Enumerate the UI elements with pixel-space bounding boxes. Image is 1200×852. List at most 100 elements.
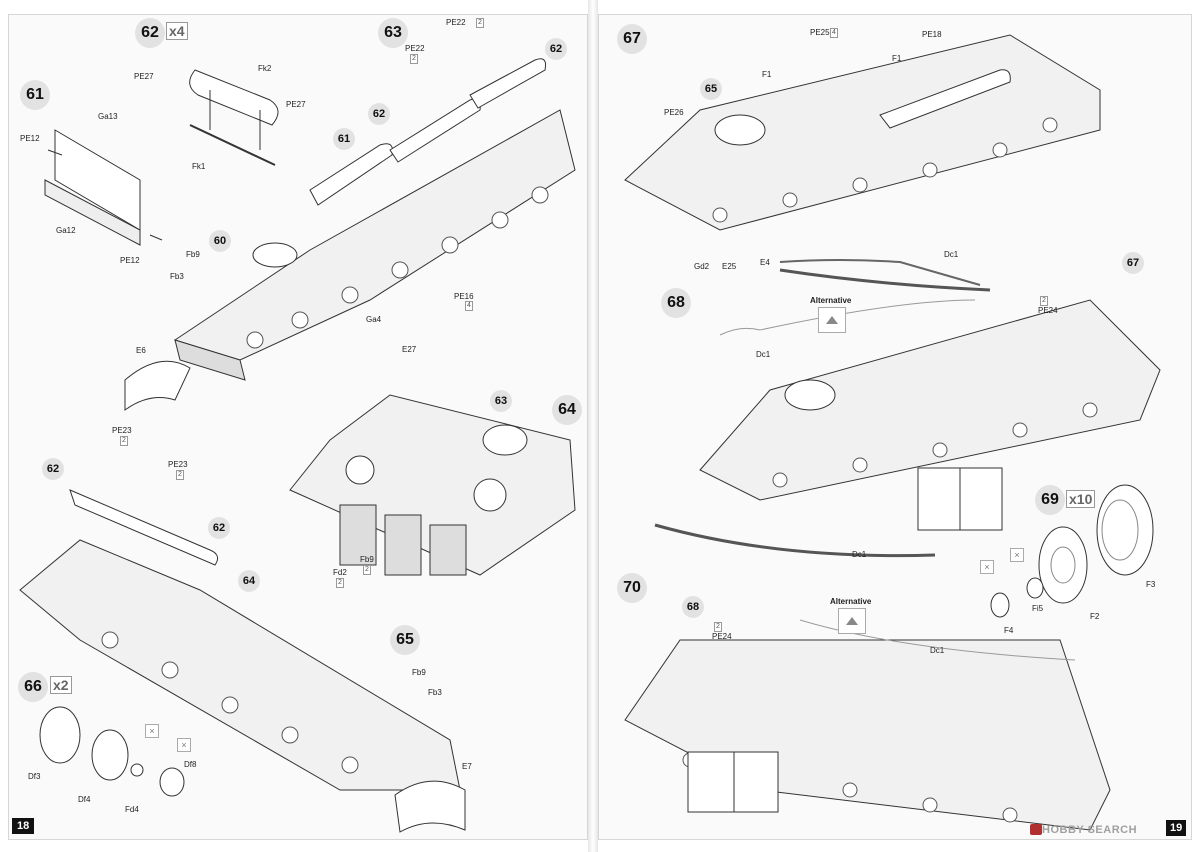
part-label: Fk2 (258, 64, 272, 73)
no-glue-icon: × (1010, 548, 1024, 562)
step-64-badge: 64 (552, 395, 582, 425)
alternative-label: Alternative (830, 597, 872, 606)
part-label: F1 (892, 54, 902, 63)
alternative-arrows-icon (838, 608, 866, 634)
part-label: PE26 (664, 108, 684, 117)
part-label: PE16 (454, 292, 474, 301)
part-label: Df3 (28, 772, 41, 781)
part-label: F2 (1090, 612, 1100, 621)
part-label: PE23 (112, 426, 132, 435)
step-65-badge: 65 (390, 625, 420, 655)
step-62-tube-drawing (189, 69, 279, 166)
part-label: Dc1 (930, 646, 945, 655)
step-61-part-drawing (44, 129, 163, 246)
part-label: Fb3 (428, 688, 442, 697)
part-label: F4 (1004, 626, 1014, 635)
no-glue-icon: × (177, 738, 191, 752)
part-label: PE27 (134, 72, 154, 81)
step-68-badge: 68 (661, 288, 691, 318)
part-label: Fb9 (360, 555, 374, 564)
part-label: Fd2 (333, 568, 347, 577)
part-label: PE25 (810, 28, 830, 37)
part-label: Fb3 (170, 272, 184, 281)
step-62-ref-4: 62 (208, 517, 230, 539)
part-label: Dc1 (944, 250, 959, 259)
quantity-box: 2 (410, 54, 418, 64)
part-label: Gd2 (694, 262, 710, 271)
part-label: E27 (402, 345, 417, 354)
step-66-wheel-drawing (39, 706, 185, 797)
page-number-right: 19 (1166, 820, 1187, 836)
part-label: PE24 (1038, 306, 1058, 315)
part-label: PE18 (922, 30, 942, 39)
quantity-box: 2 (176, 470, 184, 480)
part-label: Fd4 (125, 805, 139, 814)
alternative-label: Alternative (810, 296, 852, 305)
part-label: Ga12 (56, 226, 76, 235)
step-69-wheel-drawing (990, 484, 1154, 618)
step-63-ref: 63 (490, 390, 512, 412)
step-61-ref: 61 (333, 128, 355, 150)
step-67-hull-drawing (624, 34, 1101, 231)
step-69-badge: 69 (1035, 485, 1065, 515)
watermark: HOBBY SEARCH (1042, 824, 1138, 836)
part-label: PE27 (286, 100, 306, 109)
quantity-box: 2 (363, 565, 371, 575)
step-67-badge: 67 (617, 24, 647, 54)
step-62-ref: 62 (545, 38, 567, 60)
step-63-badge: 63 (378, 18, 408, 48)
step-70-hull-drawing (624, 523, 1111, 831)
step-60-hull-drawing (124, 58, 576, 411)
quantity-box: 2 (120, 436, 128, 446)
step-66-multiplier: x2 (50, 676, 72, 694)
part-label: Fk1 (192, 162, 206, 171)
book-spine (588, 0, 598, 852)
part-label: Fb9 (412, 668, 426, 677)
part-label: PE24 (712, 632, 732, 641)
step-62-ref-2: 62 (368, 103, 390, 125)
step-62-badge: 62 (135, 18, 165, 48)
part-label: E6 (136, 346, 146, 355)
page-number-left: 18 (12, 818, 35, 834)
part-label: E7 (462, 762, 472, 771)
step-61-badge: 61 (20, 80, 50, 110)
part-label: Fb9 (186, 250, 200, 259)
step-65-ref: 65 (700, 78, 722, 100)
part-label: Dc1 (852, 550, 867, 559)
step-62-multiplier: x4 (166, 22, 188, 40)
step-69-multiplier: x10 (1066, 490, 1096, 508)
part-label: PE22 (446, 18, 466, 27)
step-68-hull-drawing (699, 259, 1161, 531)
part-label: Ga4 (366, 315, 382, 324)
quantity-box: 2 (1040, 296, 1048, 306)
step-64-rear-drawing (289, 394, 576, 576)
part-label: Fi5 (1032, 604, 1044, 613)
part-label: E4 (760, 258, 770, 267)
part-label: Df8 (184, 760, 197, 769)
part-label: F1 (762, 70, 772, 79)
part-label: PE12 (120, 256, 140, 265)
step-64-ref: 64 (238, 570, 260, 592)
quantity-box: 2 (714, 622, 722, 632)
step-67-ref: 67 (1122, 252, 1144, 274)
step-62-ref-3: 62 (42, 458, 64, 480)
part-label: PE23 (168, 460, 188, 469)
part-label: PE12 (20, 134, 40, 143)
part-label: PE22 (405, 44, 425, 53)
step-62-lower-hull-drawing (19, 489, 466, 833)
hobby-search-logo-icon (1030, 824, 1042, 835)
step-70-badge: 70 (617, 573, 647, 603)
quantity-box: 2 (336, 578, 344, 588)
part-label: E25 (722, 262, 737, 271)
step-60-ref: 60 (209, 230, 231, 252)
quantity-box: 4 (830, 28, 838, 38)
part-label: F3 (1146, 580, 1156, 589)
part-label: Ga13 (98, 112, 118, 121)
alternative-arrows-icon (818, 307, 846, 333)
quantity-box: 4 (465, 301, 473, 311)
part-label: Df4 (78, 795, 91, 804)
glue-icon: × (980, 560, 994, 574)
glue-icon: × (145, 724, 159, 738)
quantity-box: 2 (476, 18, 484, 28)
